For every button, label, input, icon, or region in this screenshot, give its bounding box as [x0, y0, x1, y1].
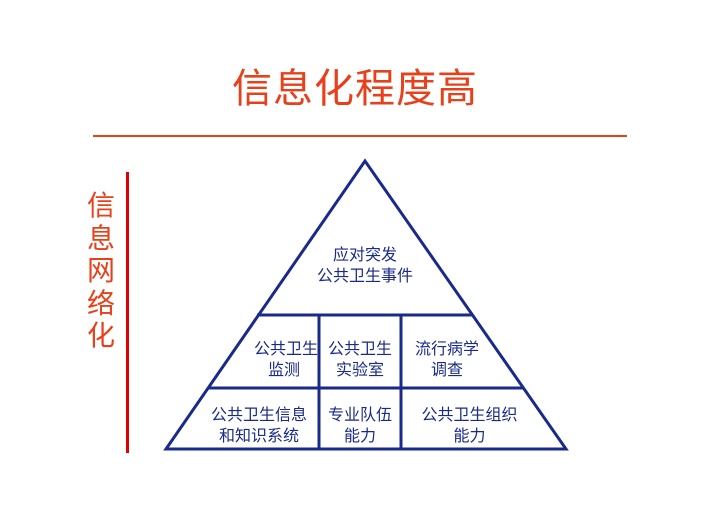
pyramid-bottom-cell-3: 公共卫生组织 能力	[402, 404, 537, 446]
cell-line: 公共卫生组织	[421, 405, 518, 424]
side-label-char: 网	[86, 254, 115, 287]
side-label-char: 化	[86, 319, 115, 352]
side-rule	[126, 172, 129, 453]
side-label-char: 信	[86, 189, 115, 222]
cell-line: 能力	[343, 426, 376, 445]
title-divider	[93, 135, 627, 137]
cell-line: 和知识系统	[218, 426, 299, 445]
side-label: 信 息 网 络 化	[84, 189, 118, 353]
slide-title: 信息化程度高	[232, 66, 478, 112]
cell-line: 调查	[430, 360, 463, 379]
cell-line: 实验室	[335, 360, 384, 379]
pyramid-outline	[163, 158, 569, 451]
pyramid-bottom-cell-2: 专业队伍 能力	[320, 404, 400, 446]
cell-line: 公共卫生事件	[316, 266, 413, 285]
pyramid-bottom-cell-1: 公共卫生信息 和知识系统	[200, 404, 318, 446]
cell-line: 公共卫生	[253, 339, 318, 358]
cell-line: 应对突发	[332, 245, 397, 264]
side-label-char: 络	[86, 286, 115, 320]
cell-line: 专业队伍	[327, 405, 392, 424]
cell-line: 监测	[267, 360, 300, 379]
cell-line: 公共卫生信息	[210, 405, 307, 424]
cell-line: 公共卫生	[327, 339, 392, 358]
pyramid-middle-cell-1: 公共卫生 监测	[238, 338, 318, 380]
cell-line: 流行病学	[414, 339, 479, 358]
pyramid-middle-cell-2: 公共卫生 实验室	[320, 338, 400, 380]
side-label-char: 息	[86, 221, 115, 255]
pyramid-top-cell: 应对突发 公共卫生事件	[290, 244, 440, 286]
cell-line: 能力	[453, 426, 486, 445]
pyramid-middle-cell-3: 流行病学 调查	[402, 338, 492, 380]
